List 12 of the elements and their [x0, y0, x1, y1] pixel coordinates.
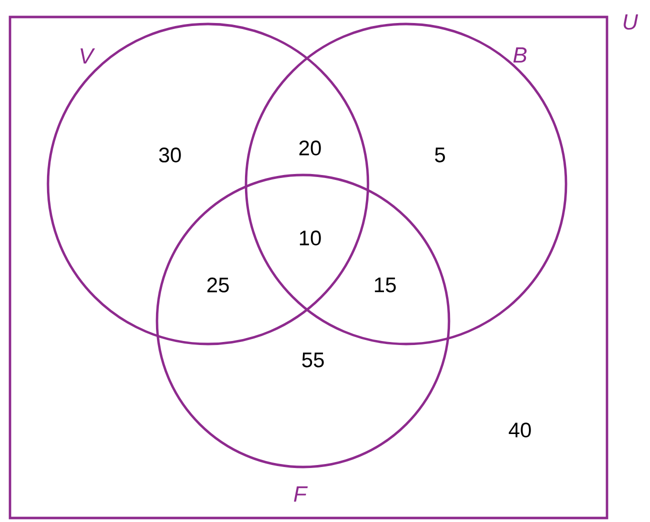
region-count: 30: [159, 148, 181, 162]
set-label: F: [294, 486, 308, 502]
region-count: 40: [508, 422, 531, 438]
set-label: V: [80, 48, 96, 64]
region-count: 25: [207, 278, 229, 292]
region-count: 5: [435, 148, 445, 162]
region-count: 10: [300, 230, 321, 246]
set-label: B: [513, 47, 527, 63]
set-label: U: [624, 14, 638, 30]
region-count: 15: [374, 278, 396, 292]
region-count: 55: [302, 352, 324, 368]
region-count: 20: [299, 140, 321, 156]
